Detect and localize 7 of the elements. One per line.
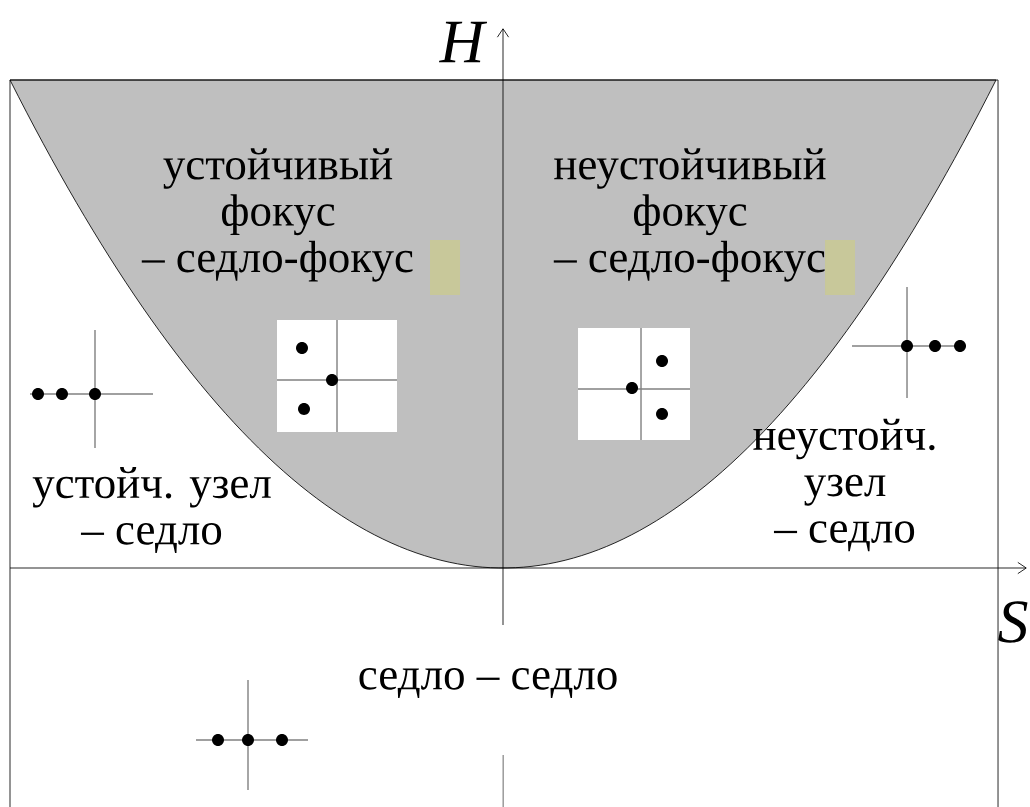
region-label: устойч. узел – седло xyxy=(32,467,271,553)
region-label: неустойч. узел – седло xyxy=(753,418,935,552)
region-label: неустойчивый фокус – седло-фокус xyxy=(553,148,826,282)
axis-label: H xyxy=(439,21,488,63)
region-label: седло – седло xyxy=(359,668,617,698)
region-label: устойчивый фокус – седло-фокус xyxy=(141,148,413,282)
axis-label: S xyxy=(998,601,1028,643)
